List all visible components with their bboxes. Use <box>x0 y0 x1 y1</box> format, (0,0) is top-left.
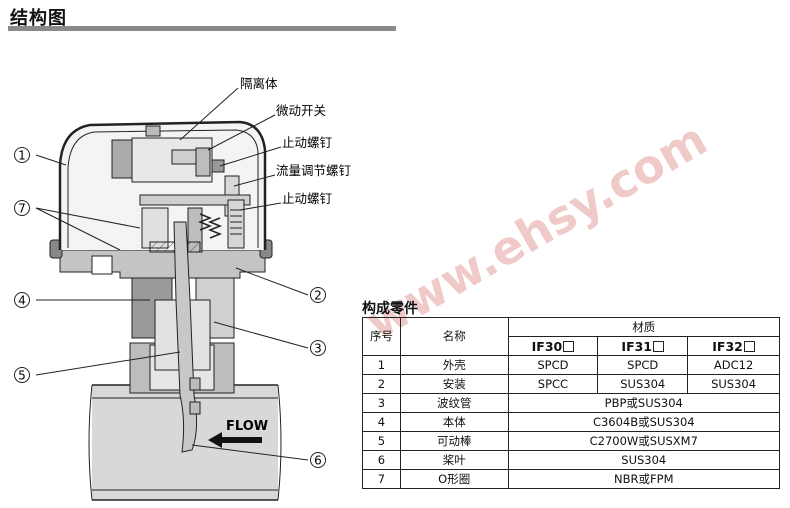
table-row: 2 安装 SPCC SUS304 SUS304 <box>362 374 780 394</box>
cell-material: SUS304 <box>687 374 780 394</box>
leader-lines <box>35 87 309 461</box>
cell-name: 本体 <box>399 412 509 432</box>
cell-name: O形圈 <box>399 469 509 489</box>
table-row: 5 可动棒 C2700W或SUSXM7 <box>362 431 781 451</box>
flow-label: FLOW <box>226 419 268 434</box>
parts-table-title: 构成零件 <box>362 301 418 317</box>
cell-name: 可动棒 <box>399 431 509 451</box>
table-row: 3 波纹管 PBP或SUS304 <box>362 393 781 413</box>
cell-material: NBR或FPM <box>507 469 781 489</box>
cell-material: C3604B或SUS304 <box>507 412 781 432</box>
label-isolator: 隔离体 <box>240 76 278 91</box>
cell-material: SPCD <box>597 355 689 375</box>
label-stop-screw-top: 止动螺钉 <box>282 135 333 150</box>
cell-material: SPCC <box>507 374 599 394</box>
inner-mechanism <box>139 194 251 253</box>
cell-material: SUS304 <box>507 450 781 470</box>
num-5: 5 <box>18 369 26 383</box>
callout-numbers: 1 7 4 5 2 3 6 <box>14 147 326 468</box>
num-6: 6 <box>314 454 322 468</box>
cell-name: 安装 <box>399 374 509 394</box>
cell-no: 4 <box>362 412 401 432</box>
outer-case <box>58 120 267 250</box>
cell-material: ADC12 <box>687 355 780 375</box>
cell-name: 桨叶 <box>399 450 509 470</box>
header-no: 序号 <box>362 317 401 356</box>
cell-no: 2 <box>362 374 401 394</box>
label-stop-screw-bottom: 止动螺钉 <box>282 191 333 206</box>
cell-material: PBP或SUS304 <box>507 393 781 413</box>
cell-no: 6 <box>362 450 401 470</box>
label-flow-adjust-screw: 流量调节螺钉 <box>276 163 352 178</box>
cell-no: 5 <box>362 431 401 451</box>
label-micro-switch: 微动开关 <box>276 103 326 118</box>
page-title: 结构图 <box>10 8 67 29</box>
cell-material: C2700W或SUSXM7 <box>507 431 781 451</box>
table-row: 7 O形圈 NBR或FPM <box>362 469 781 489</box>
flow-indicator: FLOW <box>208 419 268 448</box>
title-underline <box>8 26 396 31</box>
cell-name: 外壳 <box>399 355 509 375</box>
header-model-if31: IF31 <box>597 336 689 356</box>
cell-no: 1 <box>362 355 401 375</box>
cell-name: 波纹管 <box>399 393 509 413</box>
paddle-rod <box>173 221 201 453</box>
cell-no: 7 <box>362 469 401 489</box>
cell-material: SPCD <box>507 355 599 375</box>
num-1: 1 <box>18 149 26 163</box>
table-row: 4 本体 C3604B或SUS304 <box>362 412 781 432</box>
header-material: 材质 <box>507 317 781 337</box>
num-4: 4 <box>18 294 26 308</box>
header-model-if30: IF30 <box>507 336 599 356</box>
num-2: 2 <box>314 289 322 303</box>
header-model-if32: IF32 <box>687 336 780 356</box>
num-7: 7 <box>18 202 26 216</box>
cell-material: SUS304 <box>597 374 689 394</box>
num-3: 3 <box>314 342 322 356</box>
parts-table: 序号 名称 材质 IF30 IF31 IF32 1 外壳 SPCD SPCD A… <box>362 317 781 489</box>
table-row: 1 外壳 SPCD SPCD ADC12 <box>362 355 780 375</box>
table-row: 6 桨叶 SUS304 <box>362 450 781 470</box>
cell-no: 3 <box>362 393 401 413</box>
header-name: 名称 <box>399 317 509 356</box>
